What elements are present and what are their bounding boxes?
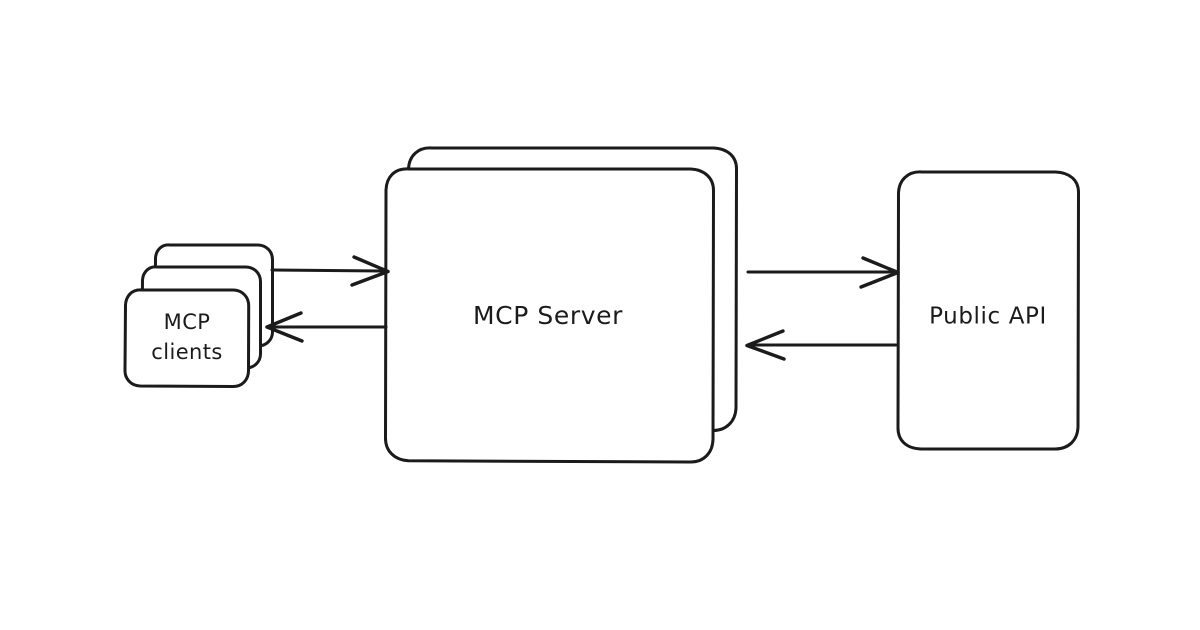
connector-clients-to-server-line [270,268,388,273]
connector-api-to-server[interactable] [745,329,898,361]
public-api-label: Public API [929,304,1047,330]
mcp-clients-label-line1: MCP [164,310,211,334]
node-mcp-clients[interactable]: MCP clients [123,243,275,389]
connector-server-to-api[interactable] [746,256,900,289]
mcp-server-stack-layer-1 [383,167,716,464]
node-public-api[interactable]: Public API [896,170,1081,451]
connector-server-to-clients-arrowhead [265,311,304,343]
public-api-box [896,170,1081,451]
connector-server-to-api-arrowhead [859,256,900,289]
connector-clients-to-server-arrowhead [350,255,390,287]
mcp-server-label: MCP Server [473,301,623,330]
mcp-clients-stack-layer-1 [123,288,251,389]
connector-server-to-clients[interactable] [265,311,388,343]
mcp-clients-label-line2: clients [151,340,222,364]
node-mcp-server[interactable]: MCP Server [383,146,739,464]
connector-api-to-server-arrowhead [745,329,786,361]
connector-clients-to-server[interactable] [270,255,390,287]
